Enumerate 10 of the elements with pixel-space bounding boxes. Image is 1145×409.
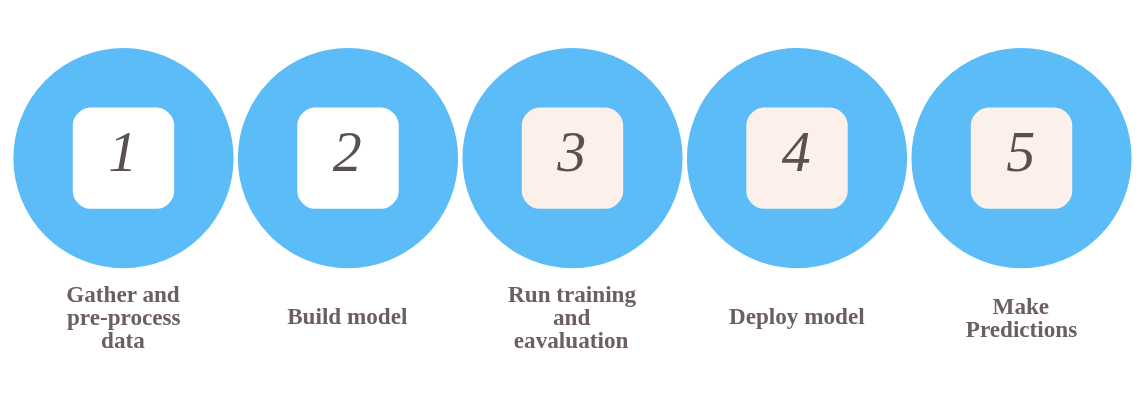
node-label: Gather and pre-process data — [66, 280, 181, 354]
node-circle: 5 — [911, 48, 1132, 269]
node-label: Run training and eavaluation — [508, 280, 637, 354]
node-circle: 4 — [686, 48, 908, 269]
node-circle: 3 — [462, 48, 683, 269]
node-circle: 1 — [13, 48, 234, 269]
node-circle: 2 — [237, 48, 459, 269]
node-label: Build model — [287, 302, 408, 329]
node-label: Make Predictions — [965, 292, 1078, 342]
node-label: Deploy model — [728, 302, 865, 329]
